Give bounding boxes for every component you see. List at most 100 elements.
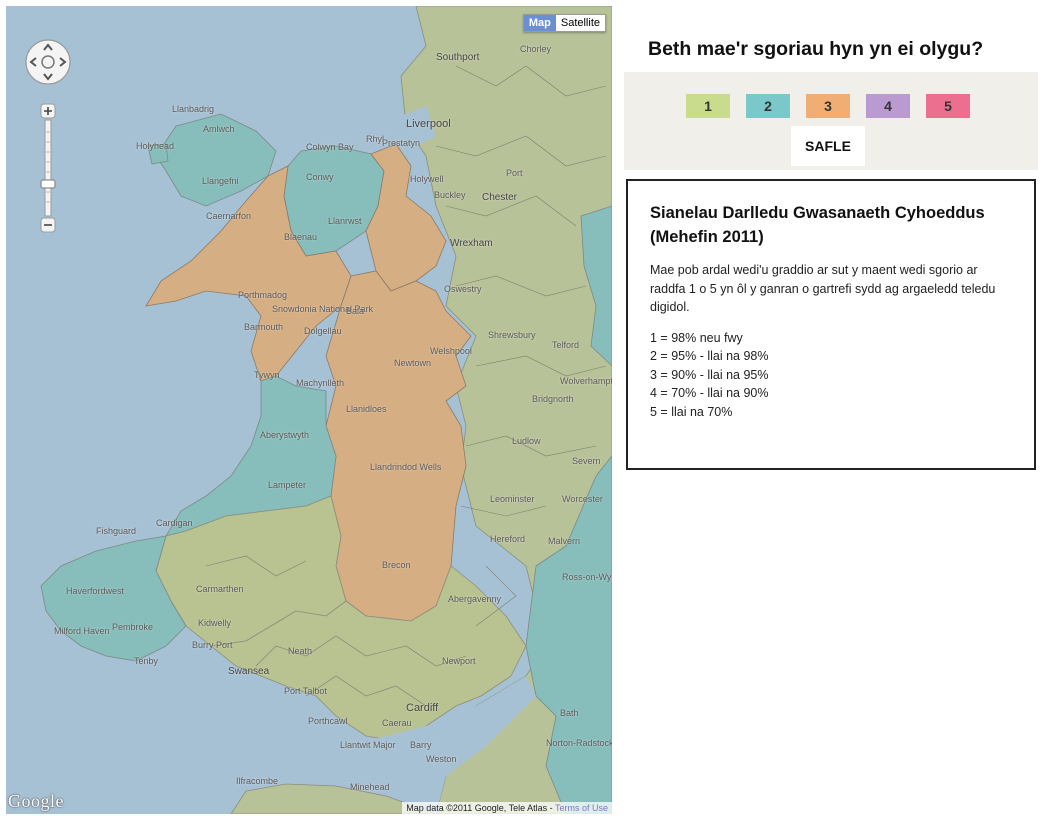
- legend-panel: Beth mae'r sgoriau hyn yn ei olygu? 1 2 …: [624, 0, 1042, 816]
- place-label: Malvern: [548, 536, 581, 546]
- place-label: Llandrindod Wells: [370, 462, 442, 472]
- place-label: Conwy: [306, 172, 334, 182]
- map-type-satellite-button[interactable]: Satellite: [555, 15, 605, 31]
- place-label: Llantwit Major: [340, 740, 396, 750]
- place-label: Carmarthen: [196, 584, 244, 594]
- place-label: Cardigan: [156, 518, 193, 528]
- place-label: Hereford: [490, 534, 526, 544]
- pan-left-icon[interactable]: [29, 57, 37, 67]
- place-label: Aberystwyth: [260, 430, 310, 440]
- place-label: Newport: [442, 656, 476, 666]
- panel-title: Beth mae'r sgoriau hyn yn ei olygu?: [648, 38, 984, 60]
- place-label: Llanrwst: [328, 216, 362, 226]
- pan-right-icon[interactable]: [59, 57, 67, 67]
- map-attribution: Map data ©2011 Google, Tele Atlas - Term…: [402, 802, 612, 814]
- place-label: Llanidloes: [346, 404, 387, 414]
- place-label: Tenby: [134, 656, 159, 666]
- place-label: Chorley: [520, 44, 552, 54]
- place-label: Bath: [560, 708, 579, 718]
- devon-land: [230, 783, 437, 814]
- place-label: Leominster: [490, 494, 535, 504]
- terms-link[interactable]: Terms of Use: [554, 803, 608, 813]
- place-label: Dolgellau: [304, 326, 342, 336]
- place-label: Weston: [426, 754, 457, 764]
- place-label: Colwyn Bay: [306, 142, 354, 152]
- place-label: Wrexham: [450, 238, 493, 249]
- place-label: Amlwch: [203, 124, 235, 134]
- map-type-map-button[interactable]: Map: [523, 15, 556, 31]
- score-swatch-5[interactable]: 5: [926, 94, 970, 118]
- score-swatch-4[interactable]: 4: [866, 94, 910, 118]
- place-label: Oswestry: [444, 284, 482, 294]
- place-label: Burry Port: [192, 640, 233, 650]
- place-label: Cardiff: [406, 702, 439, 714]
- place-label: Buckley: [434, 190, 466, 200]
- hand-icon: [41, 55, 55, 69]
- place-label: Newtown: [394, 358, 432, 368]
- place-label: Prestatyn: [382, 138, 421, 148]
- score-swatch-2[interactable]: 2: [746, 94, 790, 118]
- place-label: Norton-Radstock: [546, 738, 612, 748]
- place-label: Holyhead: [136, 141, 175, 151]
- score-list: 1 = 98% neu fwy 2 = 95% - llai na 98% 3 …: [650, 329, 1014, 422]
- score-legend: 1 2 3 4 5 SAFLE: [624, 72, 1038, 170]
- place-label: Barry: [410, 740, 432, 750]
- place-label: Pembroke: [112, 622, 154, 632]
- region-anglesey: [155, 113, 277, 207]
- map-type-control[interactable]: Map Satellite: [522, 14, 606, 32]
- place-label: Southport: [436, 52, 480, 63]
- place-label: Blaenau: [284, 232, 318, 242]
- score-list-item: 2 = 95% - llai na 98%: [650, 349, 769, 363]
- score-list-item: 5 = llai na 70%: [650, 404, 733, 419]
- boundary-lines: [205, 65, 607, 707]
- safle-button[interactable]: SAFLE: [791, 126, 865, 166]
- place-label: Porthmadog: [238, 290, 288, 300]
- place-label: Ross-on-Wye: [562, 572, 612, 582]
- region-east-teal-south: [525, 455, 612, 814]
- pan-down-icon[interactable]: [43, 73, 53, 81]
- pan-up-icon[interactable]: [43, 43, 53, 51]
- place-label: Tywyn: [254, 370, 280, 380]
- place-label: Bridgnorth: [532, 394, 574, 404]
- map-regions: [6, 6, 612, 814]
- place-label: Welshpool: [430, 346, 472, 356]
- place-label: Milford Haven: [54, 626, 110, 636]
- info-title: Sianelau Darlledu Gwasanaeth Cyhoeddus (…: [650, 204, 985, 246]
- score-list-item: 3 = 90% - llai na 95%: [650, 367, 769, 382]
- pan-control[interactable]: [24, 38, 72, 86]
- zoom-in-icon[interactable]: [44, 107, 52, 115]
- place-label: Shrewsbury: [488, 330, 536, 340]
- place-label: Llanbadrig: [172, 104, 215, 114]
- place-label: Llangefni: [202, 176, 239, 186]
- place-label: Swansea: [228, 666, 270, 677]
- score-swatches: 1 2 3 4 5: [686, 94, 970, 118]
- zoom-track[interactable]: [44, 119, 52, 217]
- info-box: Sianelau Darlledu Gwasanaeth Cyhoeddus (…: [626, 179, 1036, 470]
- attribution-text: Map data ©2011 Google, Tele Atlas -: [406, 803, 555, 813]
- place-label: Wolverhampton: [560, 376, 612, 386]
- zoom-handle[interactable]: [40, 179, 56, 189]
- zoom-control[interactable]: [37, 102, 59, 242]
- place-label: Caerau: [382, 718, 412, 728]
- place-label: Fishguard: [96, 526, 137, 536]
- place-label: Holywell: [410, 174, 444, 184]
- place-label: Caernarfon: [206, 211, 252, 221]
- place-label: Abergavenny: [448, 594, 502, 604]
- place-label: Brecon: [382, 560, 411, 570]
- place-label: Bala: [346, 306, 365, 316]
- score-swatch-1[interactable]: 1: [686, 94, 730, 118]
- google-logo: Google: [8, 791, 64, 811]
- info-description: Mae pob ardal wedi'u graddio ar sut y ma…: [650, 263, 996, 314]
- place-label: Port Talbot: [284, 686, 327, 696]
- region-pembrokeshire: [40, 535, 187, 662]
- region-holy-island: [147, 143, 169, 165]
- place-label: Neath: [288, 646, 313, 656]
- score-list-item: 4 = 70% - llai na 90%: [650, 386, 769, 400]
- bristol-channel: [156, 676, 536, 814]
- score-swatch-3[interactable]: 3: [806, 94, 850, 118]
- place-label: Chester: [482, 192, 518, 203]
- place-label: Port: [506, 168, 523, 178]
- place-label: Haverfordwest: [66, 586, 125, 596]
- place-label: Worcester: [562, 494, 603, 504]
